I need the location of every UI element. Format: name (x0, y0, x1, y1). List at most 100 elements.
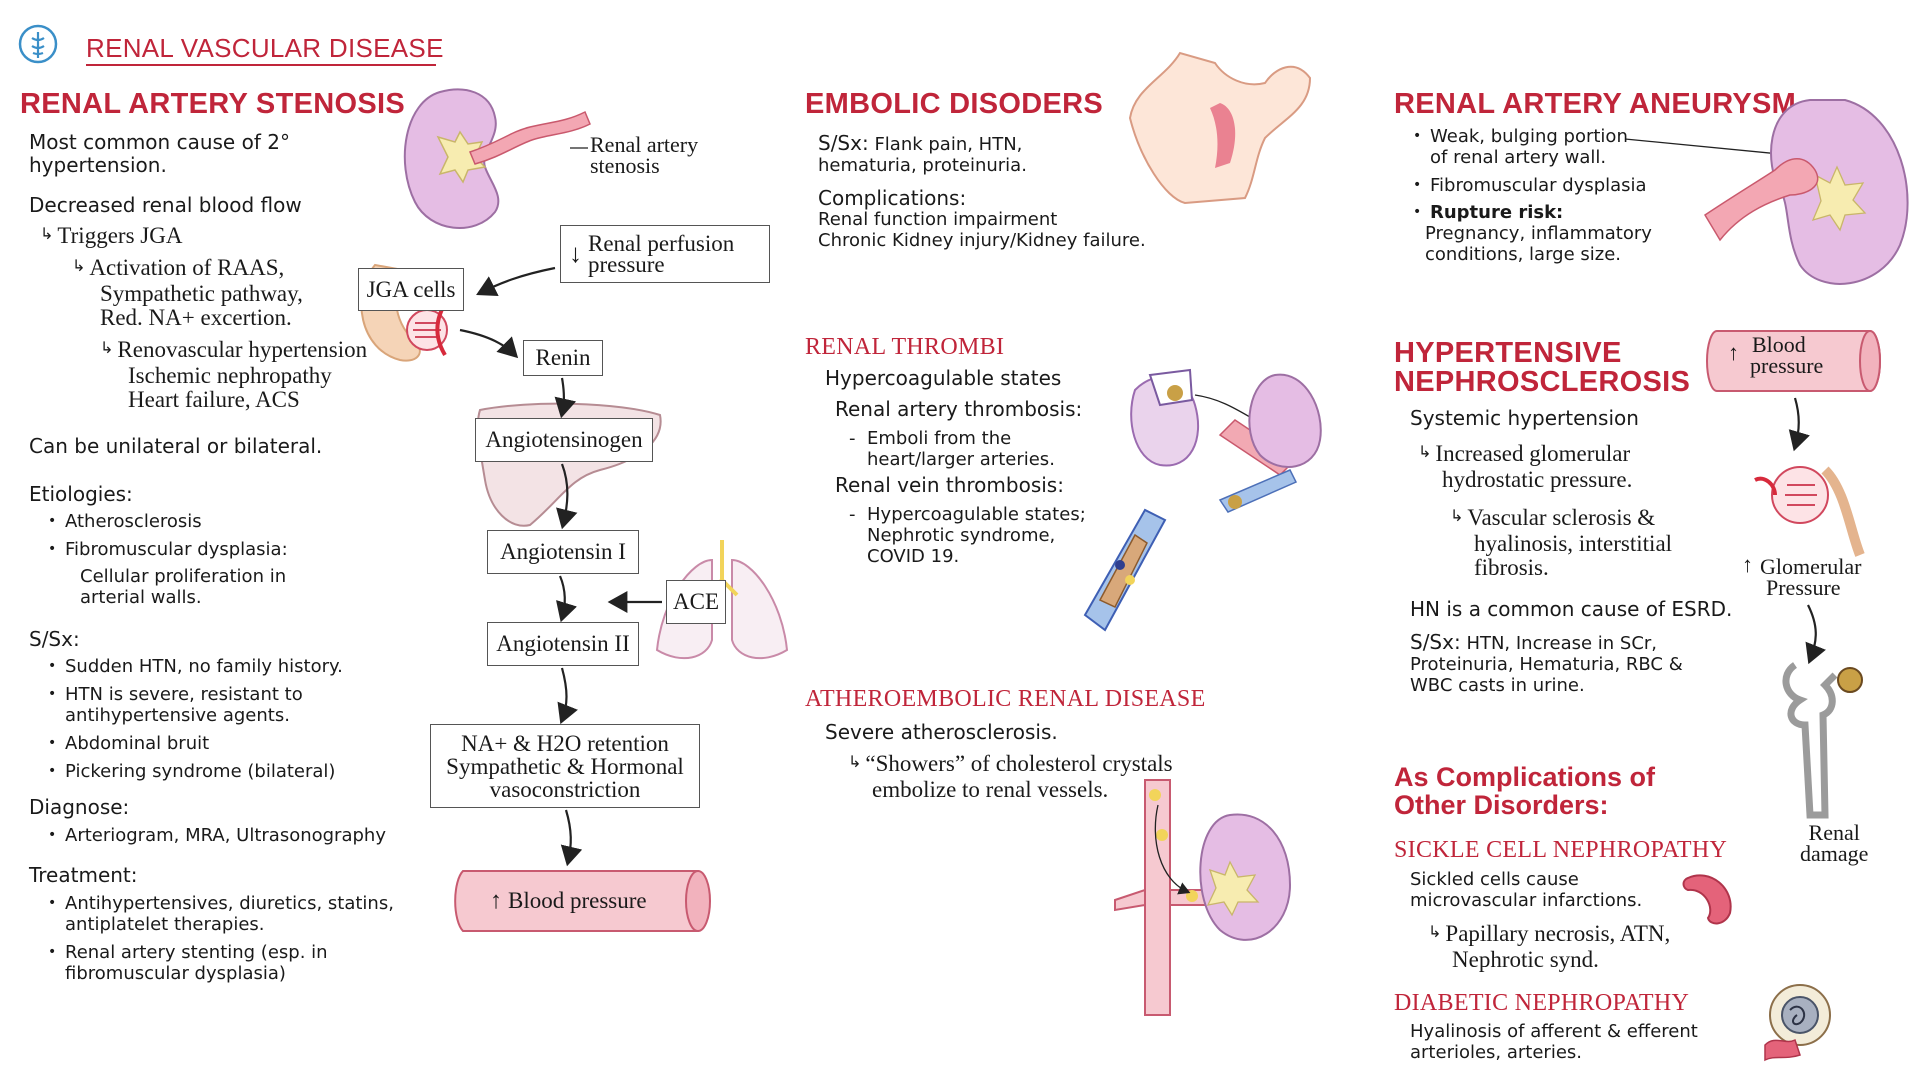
hn-vessel-illustration (1706, 330, 1881, 392)
sickle-title: SICKLE CELL NEPHROPATHY (1394, 837, 1728, 863)
rupture-text: Pregnancy, inflammatory conditions, larg… (1425, 223, 1652, 265)
embolic-title: EMBOLIC DISODERS (805, 88, 1104, 120)
list-item: Fibromuscular dysplasia (1410, 175, 1670, 196)
arrow-up-icon: ↑ (490, 888, 502, 914)
angiotensin1-box: Angiotensin I (487, 530, 639, 574)
aneurysm-list: Weak, bulging portion of renal artery wa… (1410, 126, 1670, 265)
list-item: Hypercoagulable states; Nephrotic syndro… (845, 504, 1095, 567)
kidney-stenosis-illustration (403, 88, 591, 229)
list-item: Antihypertensives, diuretics, statins, a… (45, 893, 435, 935)
hn-vascular: ↳Vascular sclerosis & hyalinosis, inters… (1450, 506, 1672, 580)
bp-label: ↑Blood pressure (490, 888, 647, 915)
list-item: Abdominal bruit (45, 733, 425, 754)
ras-drbf: Decreased renal blood flow (29, 193, 302, 217)
hn-title-1: HYPERTENSIVE (1394, 337, 1622, 369)
complications-title-2: Other Disorders: (1394, 790, 1609, 820)
ras-activation: ↳Activation of RAAS, Sympathetic pathway… (72, 256, 303, 330)
elbow-arrow-icon: ↳ (1428, 922, 1442, 941)
ras-activation-3: Red. NA+ excertion. (100, 305, 292, 330)
treatment-list: Antihypertensives, diuretics, statins, a… (45, 893, 435, 984)
hn-damage-2: damage (1800, 841, 1869, 866)
etiologies-heading: Etiologies: (29, 482, 133, 506)
embolic-ssx-text: Flank pain, HTN, hematuria, proteinuria. (818, 134, 1027, 176)
renin-box: Renin (523, 340, 603, 376)
arrow-up-icon: ↑ (1728, 340, 1739, 365)
sickle-text: Sickled cells cause microvascular infarc… (1410, 869, 1643, 911)
list-item: Atherosclerosis (45, 511, 385, 532)
angiotensin2-box: Angiotensin II (487, 622, 639, 666)
thrombi-artery: Renal artery thrombosis: (835, 397, 1083, 421)
list-item: Rupture risk: (1410, 202, 1670, 223)
embolic-comp-heading: Complications: (818, 186, 967, 210)
flank-pain-illustration (1128, 51, 1312, 205)
ras-activation-1: Activation of RAAS, (89, 255, 285, 280)
retention-line-1: NA+ & H2O retention (461, 730, 669, 756)
thrombi-artery-item: Emboli from the heart/larger arteries. (845, 428, 1055, 470)
list-item: Sudden HTN, no family history. (45, 656, 425, 677)
hn-increased-2: hydrostatic pressure. (1442, 467, 1633, 492)
ras-effects: ↳Renovascular hypertension Ischemic neph… (100, 338, 367, 412)
aneurysm-title: RENAL ARTERY ANEURYSM (1394, 88, 1797, 120)
rupture-label: Rupture risk: (1430, 202, 1564, 223)
jga-box: JGA cells (358, 268, 464, 311)
ras-effect-2: Ischemic nephropathy (128, 363, 332, 388)
perfusion-box: ↓ Renal perfusion pressure (560, 225, 770, 283)
hn-glom-1: Glomerular (1760, 554, 1862, 579)
list-item: Pickering syndrome (bilateral) (45, 761, 425, 782)
list-item: Weak, bulging portion of renal artery wa… (1410, 126, 1640, 168)
hn-increased: ↳Increased glomerular hydrostatic pressu… (1418, 442, 1632, 492)
hn-increased-1: Increased glomerular (1435, 441, 1631, 466)
ras-ssx-heading: S/Sx: (29, 627, 80, 651)
ras-intro: Most common cause of 2° hypertension. (29, 131, 359, 177)
hn-title-2: NEPHROSCLEROSIS (1394, 366, 1691, 398)
diabetic-text: Hyalinosis of afferent & efferent arteri… (1410, 1021, 1698, 1063)
hn-bp-1: Blood (1752, 332, 1806, 357)
hn-ssx-text: HTN, Increase in SCr, Proteinuria, Hemat… (1410, 633, 1683, 696)
diabetic-glomerulus-illustration (1764, 984, 1831, 1062)
hn-damage-1: Renal (1808, 820, 1860, 845)
retention-line-2: Sympathetic & Hormonal vasoconstriction (446, 753, 684, 802)
thrombi-title: RENAL THROMBI (805, 334, 1005, 360)
sickle-cell-icon (1682, 874, 1732, 925)
renal-damage-label: Renal damage (1800, 820, 1869, 866)
nephron-illustration (1782, 662, 1863, 819)
etiology-note: Cellular proliferation in arterial walls… (80, 566, 287, 608)
glomerular-pressure-label: ↑ Glomerular Pressure (1742, 552, 1862, 599)
atheroembolic-illustration (1114, 779, 1292, 1016)
thrombi-vein: Renal vein thrombosis: (835, 473, 1064, 497)
complications-title: As Complications of Other Disorders: (1394, 763, 1655, 819)
ras-effect-3: Heart failure, ACS (128, 387, 300, 412)
athero-showers: ↳“Showers” of cholesterol crystals embol… (848, 752, 1173, 802)
vein-clot-illustration (1083, 508, 1167, 632)
sickle-result-1: Papillary necrosis, ATN, (1445, 921, 1671, 946)
hn-ssx-label: S/Sx: (1410, 630, 1461, 654)
athero-severe: Severe atherosclerosis. (825, 720, 1058, 744)
ras-triggers-text: Triggers JGA (57, 223, 183, 248)
ras-effect-1: Renovascular hypertension (117, 337, 368, 362)
ras-unilateral: Can be unilateral or bilateral. (29, 434, 323, 458)
elbow-arrow-icon: ↳ (848, 752, 862, 771)
elbow-arrow-icon: ↳ (72, 256, 86, 275)
embolic-ssx: S/Sx: Flank pain, HTN, hematuria, protei… (818, 133, 1118, 177)
embolic-comp-list: Renal function impairment Chronic Kidney… (818, 209, 1146, 251)
list-item: Renal artery stenting (esp. in fibromusc… (45, 942, 395, 984)
elbow-arrow-icon: ↳ (40, 224, 54, 243)
ras-title: RENAL ARTERY STENOSIS (20, 88, 405, 120)
list-item: Renal function impairment (818, 209, 1058, 230)
stenosis-label: Renal artery stenosis (590, 132, 699, 178)
angiotensinogen-box: Angiotensinogen (475, 418, 653, 462)
hn-esrd: HN is a common cause of ESRD. (1410, 597, 1733, 621)
glomerulus-illustration (1754, 466, 1865, 557)
hn-bp-label: ↑ Blood pressure (1728, 332, 1823, 377)
elbow-arrow-icon: ↳ (1450, 506, 1464, 525)
hn-vascular-3: fibrosis. (1474, 555, 1549, 580)
arrow-down-icon: ↓ (569, 239, 582, 268)
complications-title-1: As Complications of (1394, 762, 1656, 792)
bp-text: Blood pressure (508, 888, 647, 913)
hn-vascular-2: hyalinosis, interstitial (1474, 531, 1673, 556)
title-underline (86, 64, 436, 66)
arrow-up-icon: ↑ (1742, 552, 1753, 577)
ras-intro-text: Most common cause of 2° hypertension. (29, 130, 290, 177)
hn-ssx: S/Sx: HTN, Increase in SCr, Proteinuria,… (1410, 630, 1695, 697)
